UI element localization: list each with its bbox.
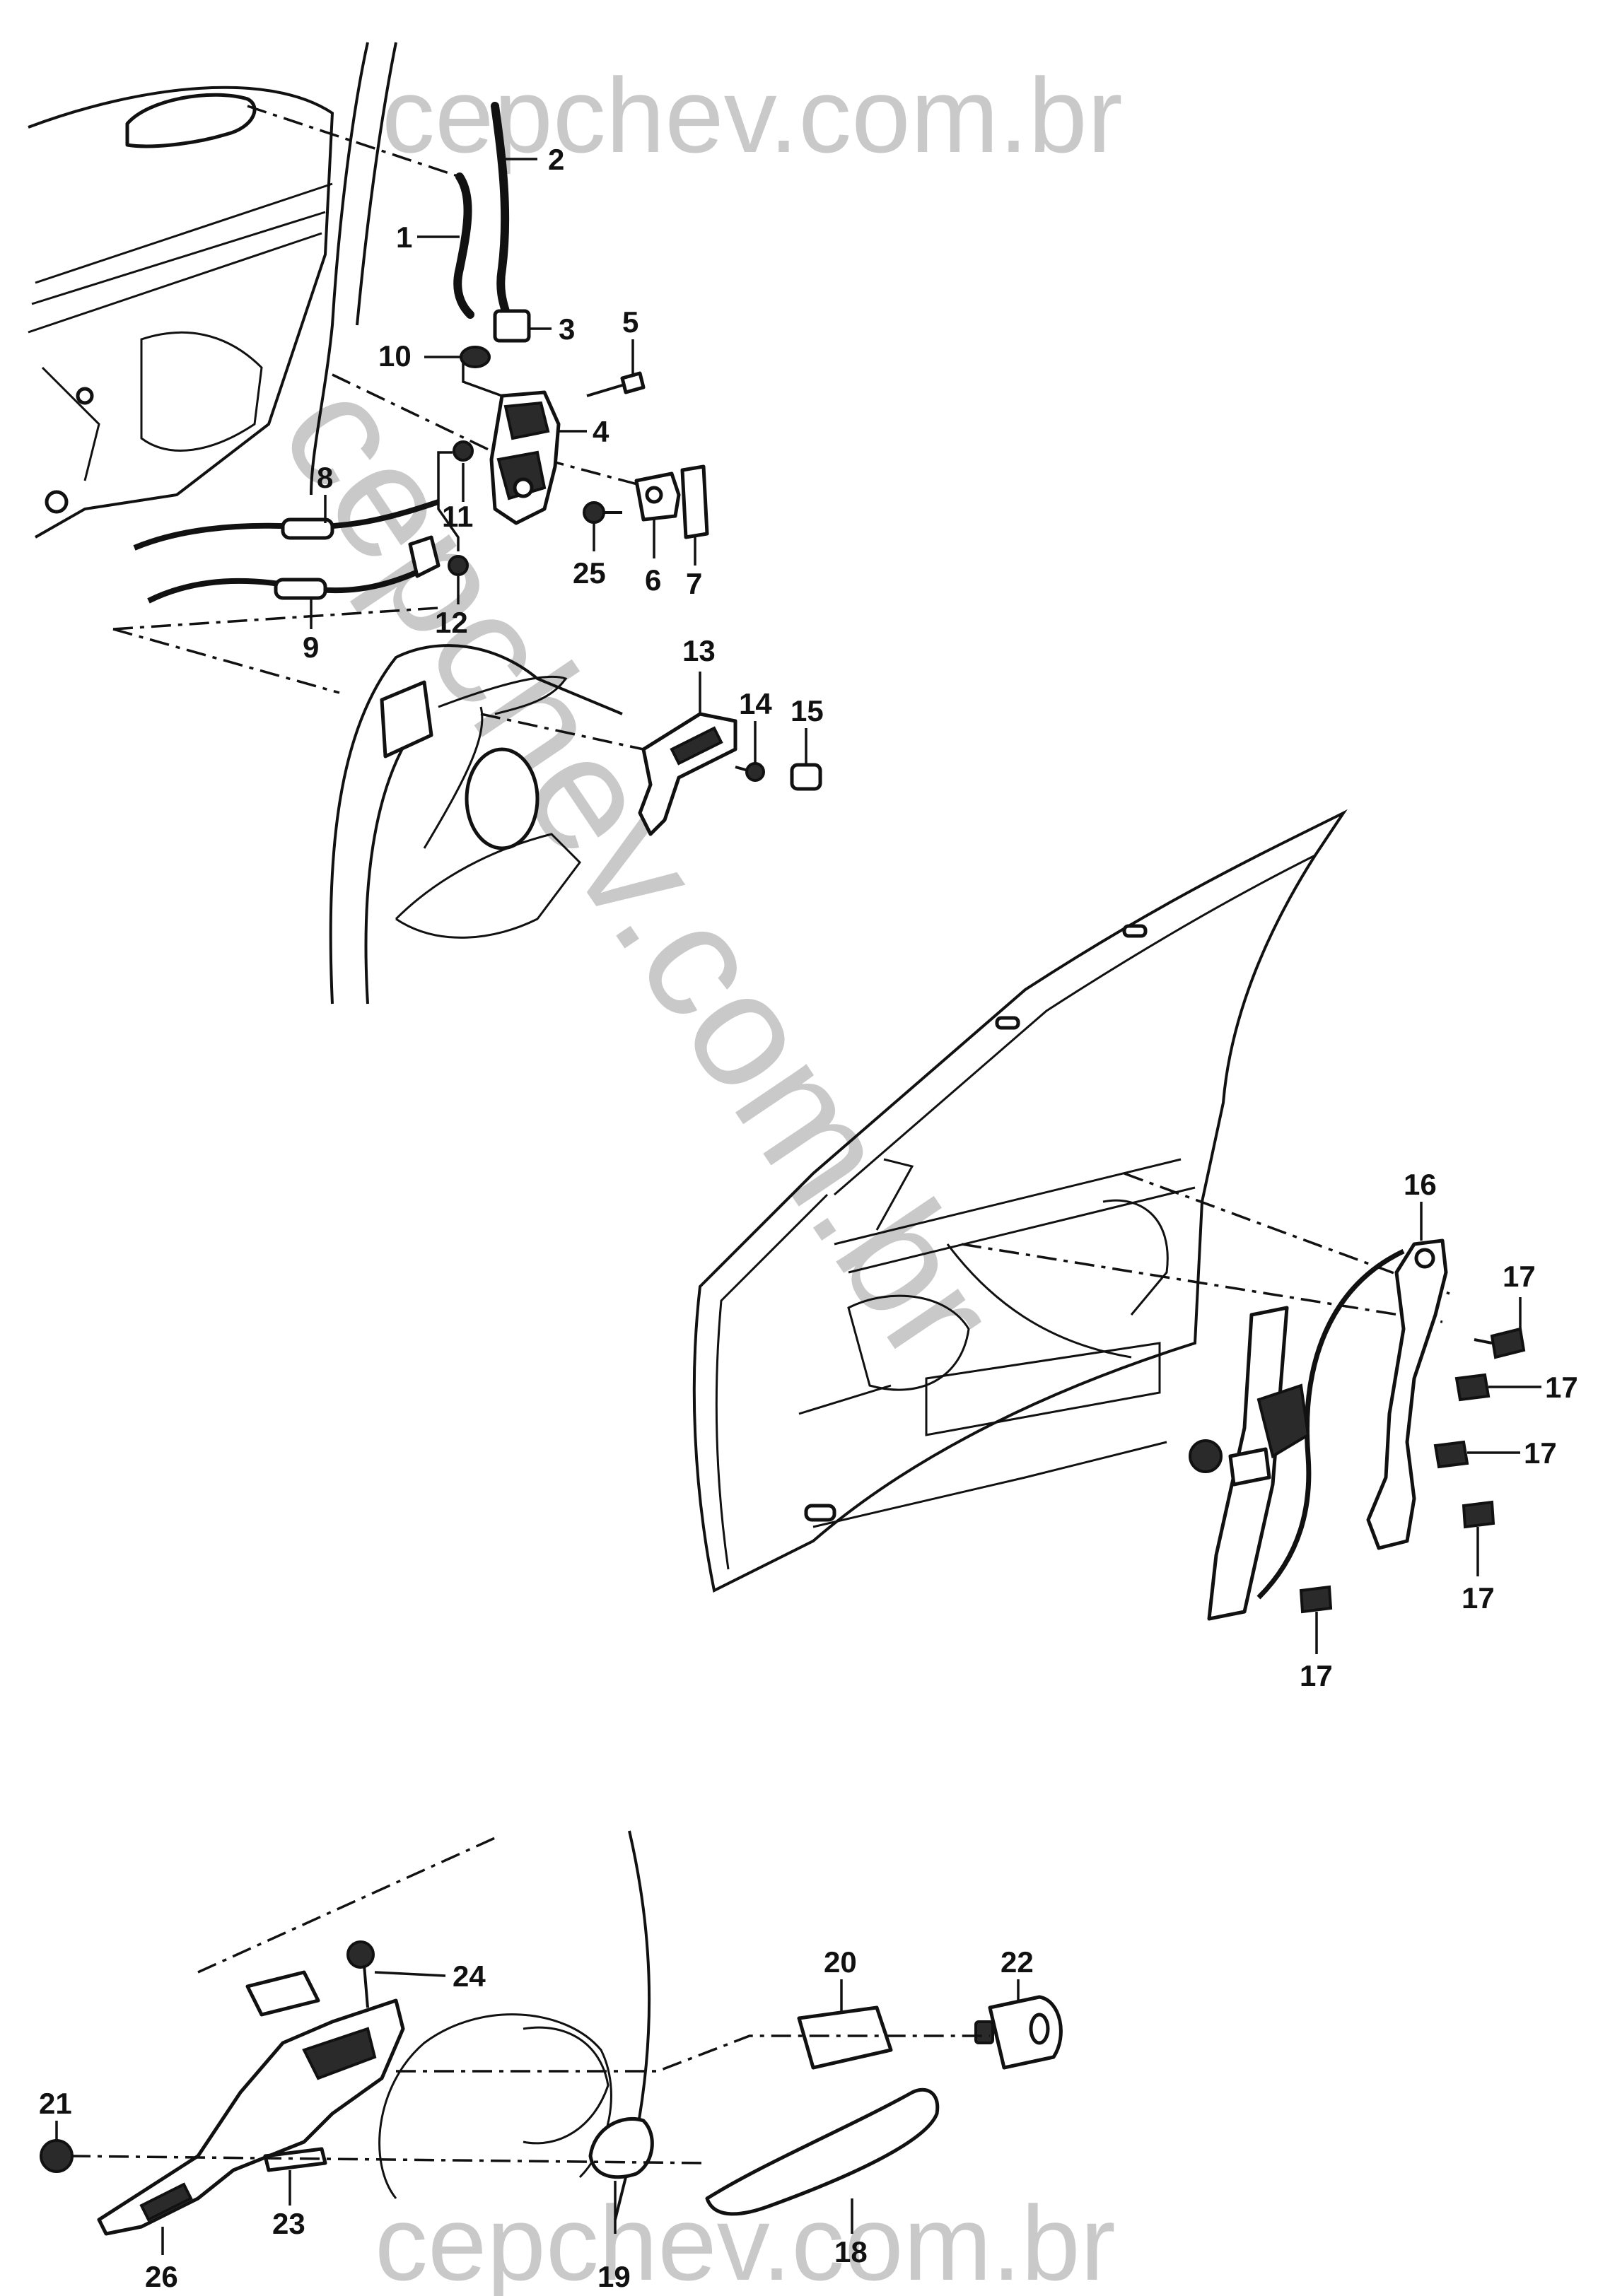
assembly-line-2 (332, 373, 510, 461)
door-inner-panel-top (28, 42, 397, 539)
assembly-line-5 (112, 628, 340, 694)
callout-3: 3 (559, 312, 575, 346)
callout-26: 26 (145, 2260, 178, 2293)
callout-25: 25 (573, 556, 606, 590)
callout-17d: 17 (1462, 1581, 1495, 1615)
part-17-bolt-c (1433, 1440, 1520, 1469)
callout-18: 18 (834, 2235, 868, 2268)
callout-11: 11 (442, 500, 473, 533)
assembly-line-6 (480, 713, 644, 751)
part-9-cable (147, 535, 441, 604)
callout-12: 12 (435, 606, 468, 639)
part-25-screw (583, 501, 622, 524)
callout-13: 13 (682, 634, 716, 667)
part-22-lock-cap (974, 1995, 1063, 2070)
part-17-bolt-b (1454, 1373, 1541, 1402)
callout-1: 1 (396, 221, 412, 254)
callout-8: 8 (317, 461, 333, 494)
part-7-plate (680, 464, 709, 539)
part-16-window-regulator (1189, 1238, 1448, 1621)
leader-lines (55, 158, 1522, 2255)
callout-9: 9 (303, 631, 319, 664)
assembly-line-7 (961, 1243, 1443, 1323)
part-17-bolt-a (1474, 1327, 1526, 1359)
callout-24: 24 (453, 1960, 486, 1993)
part-4-door-latch (489, 390, 561, 525)
front-door-frame (692, 809, 1348, 1593)
part-20-gasket (797, 2005, 893, 2070)
part-13-inner-handle (638, 712, 737, 836)
callout-6: 6 (645, 563, 661, 597)
callout-7: 7 (686, 567, 702, 600)
callout-17b: 17 (1545, 1371, 1578, 1404)
callout-2: 2 (548, 143, 564, 176)
part-24-bolt (346, 1940, 375, 2008)
callout-22: 22 (1001, 1945, 1034, 1979)
part-23-stud (263, 2147, 327, 2172)
callout-21: 21 (39, 2087, 72, 2120)
callout-17c: 17 (1524, 1436, 1557, 1470)
part-2-rod (491, 102, 510, 315)
part-19-seal (588, 2116, 654, 2179)
part-15-cap (790, 763, 822, 791)
callout-17a: 17 (1503, 1260, 1536, 1293)
callout-10: 10 (378, 339, 412, 373)
part-14-screw (735, 762, 765, 782)
assembly-line-4 (112, 607, 439, 631)
part-8-cable (133, 499, 440, 551)
callout-20: 20 (824, 1945, 857, 1979)
callout-5: 5 (622, 305, 638, 339)
part-17-bolt-e (1299, 1585, 1333, 1654)
part-3-clip (493, 309, 531, 343)
callout-17e: 17 (1300, 1659, 1333, 1692)
callout-15: 15 (791, 694, 824, 727)
assembly-line-10 (396, 2034, 990, 2073)
callout-4: 4 (593, 415, 610, 448)
part-26-handle-frame (97, 1970, 405, 2236)
part-5-bolt (586, 371, 646, 397)
callout-23: 23 (272, 2207, 305, 2240)
callout-14: 14 (739, 687, 772, 720)
part-1-rod (453, 172, 474, 319)
part-21-clip (40, 2139, 74, 2173)
assembly-line-3 (544, 458, 651, 489)
callout-labels: 1 2 3 5 10 4 11 12 25 6 7 8 9 13 14 15 1… (39, 143, 1578, 2293)
callout-16: 16 (1404, 1168, 1437, 1201)
assembly-line-8 (1124, 1172, 1450, 1295)
door-outer-panel (197, 1830, 651, 2220)
door-trim-panel (329, 644, 623, 1004)
part-6-striker (634, 472, 681, 522)
assembly-line-9 (70, 2155, 708, 2165)
part-17-bolt-d (1462, 1500, 1495, 1576)
part-12-clip (448, 555, 469, 576)
part-10-grommet (460, 346, 491, 368)
part-18-outside-handle (705, 2087, 940, 2216)
callout-19: 19 (597, 2260, 631, 2293)
part-11-clip (453, 440, 474, 462)
